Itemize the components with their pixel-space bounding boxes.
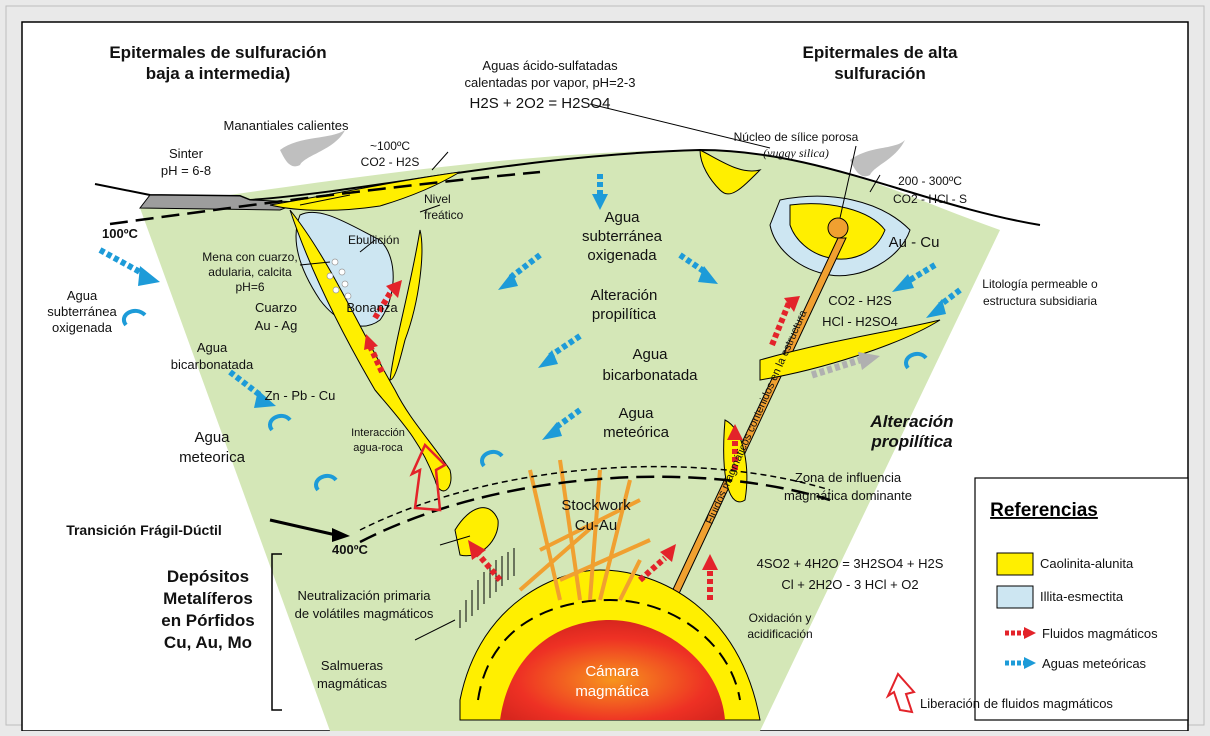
- right-temp-label: 200 - 300ºC: [898, 174, 962, 188]
- porphyry-label-4: Cu, Au, Mo: [164, 633, 252, 652]
- center-groundwater-3: oxigenada: [587, 247, 657, 264]
- legend-label-release: Liberación de fluidos magmáticos: [920, 696, 1113, 711]
- heading-left-2: baja a intermedia): [146, 64, 291, 83]
- groundwater-left-1: Agua: [67, 288, 98, 303]
- oxidation-equation: H2S + 2O2 = H2SO4: [470, 95, 611, 112]
- hot-springs-gas: CO2 - H2S: [361, 155, 420, 169]
- neutralization-1: Neutralización primaria: [298, 588, 432, 603]
- heading-left-1: Epitermales de sulfuración: [109, 43, 326, 62]
- porphyry-label-3: en Pórfidos: [161, 611, 255, 630]
- water-rock-2: agua-roca: [353, 442, 403, 454]
- porphyry-label-1: Depósitos: [167, 567, 249, 586]
- quartz-metals: Au - Ag: [255, 318, 298, 333]
- influence-zone-1: Zona de influencia: [795, 470, 902, 485]
- vuggy-core-label: Núcleo de sílice porosa: [734, 130, 859, 144]
- vuggy-silica-label: (vuggy silica): [763, 146, 829, 160]
- base-metals-label: Zn - Pb - Cu: [265, 388, 336, 403]
- boiling-label: Ebullición: [348, 233, 399, 247]
- ore-label-3: pH=6: [235, 280, 264, 294]
- ore-label-1: Mena con cuarzo,: [202, 250, 297, 264]
- hot-springs-label: Manantiales calientes: [223, 118, 349, 133]
- isotherm-100-label: 100ºC: [102, 226, 138, 241]
- permeable-label-2: estructura subsidiaria: [983, 294, 1097, 308]
- bicarbonate-left-2: bicarbonatada: [171, 357, 254, 372]
- meteoric-left-2: meteorica: [179, 449, 246, 466]
- right-alteration-1: Alteración: [869, 412, 953, 431]
- reaction-2: Cl + 2H2O - 3 HCl + O2: [781, 577, 918, 592]
- vuggy-core: [828, 218, 848, 238]
- bonanza-label: Bonanza: [346, 300, 398, 315]
- right-alteration-2: propilítica: [870, 432, 952, 451]
- center-alteration-1: Alteración: [591, 287, 658, 304]
- sinter-ph: pH = 6-8: [161, 163, 211, 178]
- legend-label-magmatic: Fluidos magmáticos: [1042, 626, 1158, 641]
- quartz-label: Cuarzo: [255, 300, 297, 315]
- center-bicarbonate-2: bicarbonatada: [602, 367, 698, 384]
- water-rock-1: Interacción: [351, 427, 405, 439]
- water-table-label-1: Nivel: [424, 192, 451, 206]
- groundwater-left-3: oxigenada: [52, 320, 113, 335]
- isotherm-400-label: 400ºC: [332, 542, 368, 557]
- brines-label-2: magmáticas: [317, 676, 388, 691]
- hcl-h2so4-label: HCl - H2SO4: [822, 314, 898, 329]
- heading-right-2: sulfuración: [834, 64, 926, 83]
- meteoric-left-1: Agua: [194, 429, 230, 446]
- legend-label-meteoric: Aguas meteóricas: [1042, 656, 1147, 671]
- center-meteoric-2: meteórica: [603, 424, 670, 441]
- hot-springs-temp: ~100ºC: [370, 139, 410, 153]
- oxidation-label-1: Oxidación y: [749, 611, 812, 625]
- neutralization-2: de volátiles magmáticos: [295, 606, 434, 621]
- au-cu-label: Au - Cu: [889, 234, 940, 251]
- chamber-label-2: magmática: [575, 683, 649, 700]
- bicarbonate-left-1: Agua: [197, 340, 228, 355]
- co2-h2s-label: CO2 - H2S: [828, 293, 892, 308]
- right-gas-label: CO2 - HCl - S: [893, 192, 967, 206]
- sinter-label: Sinter: [169, 146, 204, 161]
- transition-label: Transición Frágil-Dúctil: [66, 522, 222, 538]
- acid-water-line-2: calentadas por vapor, pH=2-3: [465, 75, 636, 90]
- legend-swatch-kaolinite: [997, 553, 1033, 575]
- legend-label-kaolinite: Caolinita-alunita: [1040, 556, 1134, 571]
- influence-zone-2: magmática dominante: [784, 488, 912, 503]
- heading-right-1: Epitermales de alta: [803, 43, 959, 62]
- center-alteration-2: propilítica: [592, 306, 657, 323]
- legend-title: Referencias: [990, 500, 1098, 521]
- legend-label-illite: Illita-esmectita: [1040, 589, 1124, 604]
- permeable-label-1: Litología permeable o: [982, 277, 1098, 291]
- stockwork-label-2: Cu-Au: [575, 517, 618, 534]
- groundwater-left-2: subterránea: [47, 304, 117, 319]
- ore-label-2: adularia, calcita: [208, 265, 292, 279]
- stockwork-label-1: Stockwork: [561, 497, 631, 514]
- brines-label-1: Salmueras: [321, 658, 384, 673]
- acid-water-line-1: Aguas ácido-sulfatadas: [482, 58, 618, 73]
- oxidation-label-2: acidificación: [747, 627, 812, 641]
- water-table-label-2: freático: [424, 208, 464, 222]
- porphyry-label-2: Metalíferos: [163, 589, 253, 608]
- reaction-1: 4SO2 + 4H2O = 3H2SO4 + H2S: [757, 556, 944, 571]
- center-groundwater-2: subterránea: [582, 228, 663, 245]
- legend-swatch-illite: [997, 586, 1033, 608]
- center-bicarbonate-1: Agua: [632, 346, 668, 363]
- center-groundwater-1: Agua: [604, 209, 640, 226]
- chamber-label-1: Cámara: [585, 663, 639, 680]
- center-meteoric-1: Agua: [618, 405, 654, 422]
